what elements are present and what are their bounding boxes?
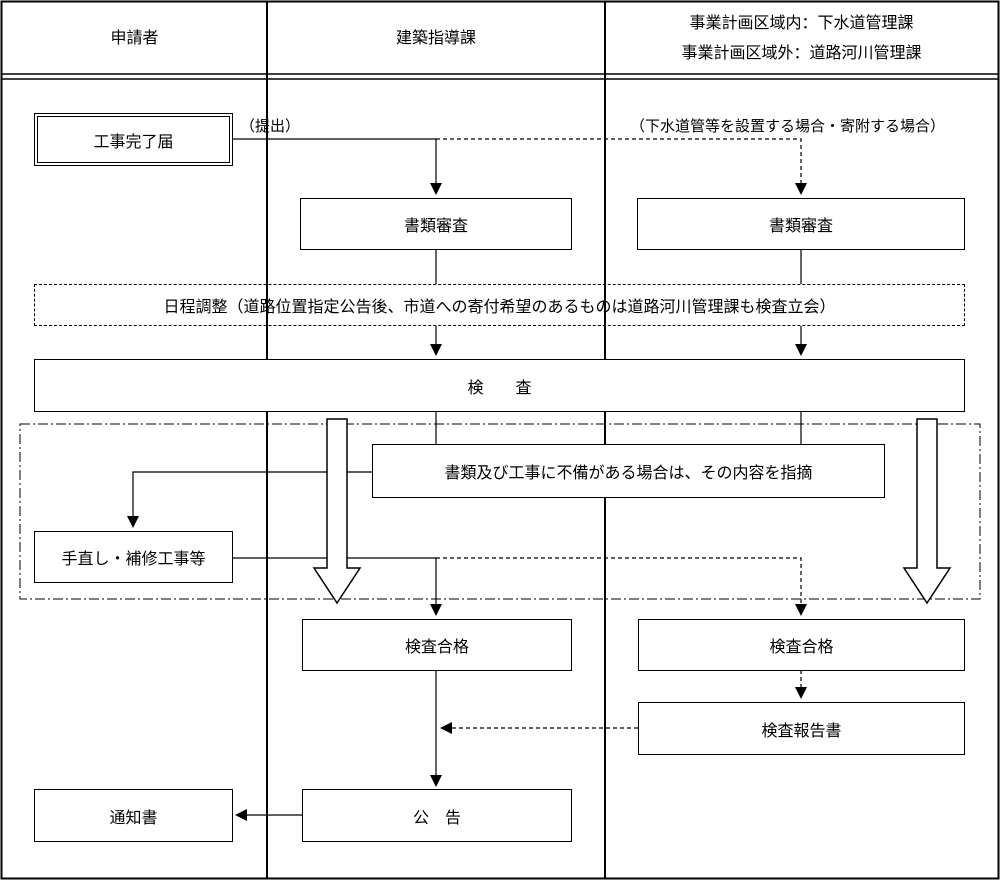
repair-label: 手直し・補修工事等 (61, 549, 206, 568)
submit-note: （提出） (240, 117, 301, 135)
schedule-label: 日程調整（道路位置指定公告後、市道への寄付希望のあるものは道路河川管理課も検査立… (163, 297, 836, 316)
inspection-box: 検 査 (34, 359, 965, 412)
pass-right-box: 検査合格 (638, 619, 965, 671)
doc-review-right-label: 書類審査 (768, 216, 833, 235)
defect-notice-box: 書類及び工事に不備がある場合は、その内容を指摘 (372, 444, 885, 498)
sewer-branch-arrow (436, 138, 807, 195)
pass-right-label: 検査合格 (769, 637, 834, 656)
report-box: 検査報告書 (638, 702, 965, 755)
repair-box: 手直し・補修工事等 (34, 531, 233, 583)
header-management-line2: 事業計画区域外：道路河川管理課 (681, 43, 922, 62)
header-building-guidance-label: 建築指導課 (395, 28, 476, 47)
completion-report-label: 工事完了届 (93, 131, 174, 151)
pass-left-box: 検査合格 (302, 619, 572, 671)
repair-to-pass-right-arrow (436, 557, 807, 616)
header-management-line1: 事業計画区域内：下水道管理課 (689, 13, 914, 32)
submit-arrow (233, 138, 442, 195)
header-building-guidance: 建築指導課 (267, 2, 605, 74)
hollow-arrow-left (312, 418, 362, 605)
report-label: 検査報告書 (761, 720, 842, 740)
defect-notice-label: 書類及び工事に不備がある場合は、その内容を指摘 (444, 463, 813, 482)
completion-report-box: 工事完了届 (34, 113, 233, 166)
header-applicant: 申請者 (2, 2, 267, 74)
doc-review-left-box: 書類審査 (300, 198, 572, 250)
schedule-box: 日程調整（道路位置指定公告後、市道への寄付希望のあるものは道路河川管理課も検査立… (34, 284, 965, 326)
doc-review-left-label: 書類審査 (403, 216, 468, 235)
announcement-box: 公 告 (302, 789, 572, 842)
header-applicant-label: 申請者 (110, 28, 159, 47)
inspection-label: 検 査 (467, 377, 532, 397)
sewer-condition-note: （下水道管等を設置する場合・寄附する場合） (630, 117, 946, 135)
pass-left-label: 検査合格 (404, 637, 469, 656)
defect-to-repair-arrow (127, 471, 372, 528)
header-management-division: 事業計画区域内：下水道管理課 事業計画区域外：道路河川管理課 (605, 2, 998, 74)
notification-box: 通知書 (34, 789, 233, 842)
notification-label: 通知書 (109, 807, 158, 827)
announcement-label: 公 告 (412, 807, 461, 827)
defect-region-frame (19, 423, 981, 600)
doc-review-right-box: 書類審査 (637, 198, 965, 250)
hollow-arrow-right (902, 418, 952, 605)
